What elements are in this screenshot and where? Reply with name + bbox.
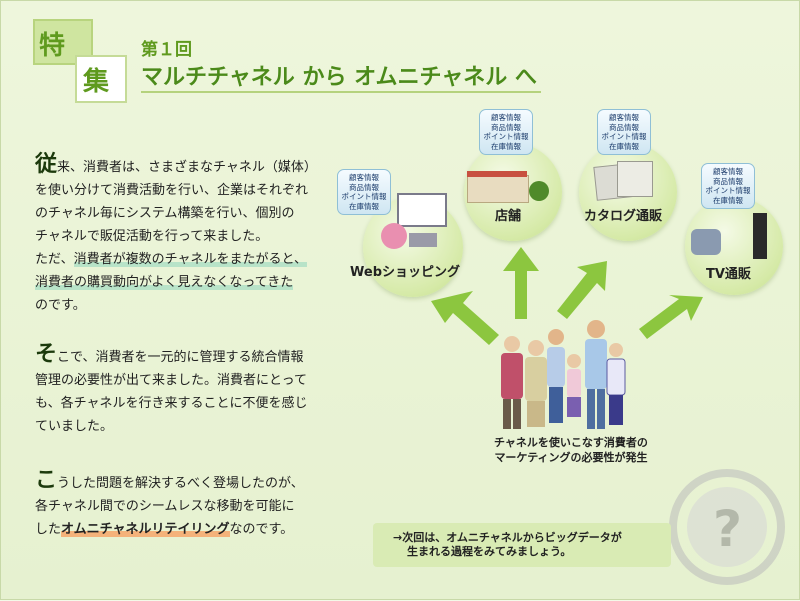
chip-line: 在庫情報 <box>713 195 743 205</box>
highlighted-text: 消費者の購買動向がよく見えなくなってきた <box>35 275 294 290</box>
catalog-icon <box>593 159 655 201</box>
feature-badge: 特 集 <box>25 15 127 103</box>
drop-cap: そ <box>35 342 58 367</box>
arrow-to-web <box>431 291 499 345</box>
channel-tv-label: TV通販 <box>706 267 751 282</box>
chip-line: 顧客情報 <box>349 173 379 182</box>
text-line: を使い分けて消費活動を行い、企業はそれぞれ <box>35 183 309 198</box>
channel-catalog-label: カタログ通販 <box>584 209 663 224</box>
note-line: 生まれる過程をみてみましょう。 <box>407 545 572 558</box>
text-line: も、各チャネルを行き来することに不便を感じ <box>35 396 308 411</box>
web-shopping-icon <box>381 193 451 249</box>
badge-square-top <box>33 19 93 65</box>
svg-text:?: ? <box>713 500 742 558</box>
text-line: なのです。 <box>229 522 294 537</box>
text-line: うした問題を解決するべく登場したのが、 <box>57 476 304 491</box>
chip-line: ポイント情報 <box>341 192 387 201</box>
chip-line: 在庫情報 <box>349 201 379 211</box>
paragraph-3: こうした問題を解決するべく登場したのが、 各チャネル間でのシームレスな移動を可能… <box>35 469 335 541</box>
highlighted-term: オムニチャネルリテイリング <box>61 522 230 537</box>
info-chip-web: 顧客情報 商品情報 ポイント情報 在庫情報 <box>337 169 391 215</box>
text-line: 各チャネル間でのシームレスな移動を可能に <box>35 499 295 514</box>
info-chip-catalog: 顧客情報 商品情報 ポイント情報 在庫情報 <box>597 109 651 155</box>
paragraph-2: そこで、消費者を一元的に管理する統合情報 管理の必要性が出て来ました。消費者にと… <box>35 343 335 438</box>
arrow-to-store <box>503 247 539 319</box>
text-line: こで、消費者を一元的に管理する統合情報 <box>57 350 304 365</box>
text-line: 管理の必要性が出て来ました。消費者にとって <box>35 373 307 388</box>
chip-line: 在庫情報 <box>491 141 521 151</box>
chip-line: 顧客情報 <box>609 113 639 122</box>
chip-line: ポイント情報 <box>601 132 647 141</box>
drop-cap: 従 <box>35 152 58 177</box>
title-divider <box>141 91 541 93</box>
info-chip-tv: 顧客情報 商品情報 ポイント情報 在庫情報 <box>701 163 755 209</box>
paragraph-1: 従来、消費者は、さまざまなチャネル（媒体） を使い分けて消費活動を行い、企業はそ… <box>35 153 335 317</box>
text-line: 来、消費者は、さまざまなチャネル（媒体） <box>57 160 317 175</box>
arrow-to-catalog <box>557 261 607 319</box>
chip-line: 商品情報 <box>491 122 521 132</box>
channel-web-label: Webショッピング <box>350 265 460 280</box>
channel-store-label: 店舗 <box>495 209 522 224</box>
badge-char-2: 集 <box>83 67 110 97</box>
arrow-to-tv <box>639 295 703 339</box>
text-line: ただ、 <box>35 252 74 267</box>
chip-line: 商品情報 <box>609 122 639 132</box>
tv-icon <box>691 213 775 259</box>
caption-line: マーケティングの必要性が発生 <box>494 451 648 464</box>
badge-square-bottom <box>75 55 127 103</box>
chip-line: 在庫情報 <box>609 141 639 151</box>
drop-cap: こ <box>35 468 58 493</box>
info-chip-store: 顧客情報 商品情報 ポイント情報 在庫情報 <box>479 109 533 155</box>
episode-label: 第１回 <box>141 40 192 60</box>
badge-char-1: 特 <box>39 31 66 61</box>
store-icon <box>467 167 551 203</box>
next-episode-note: →次回は、オムニチャネルからビッグデータが 生まれる過程をみてみましょう。 <box>373 523 671 567</box>
text-line: チャネルで販促活動を行って来ました。 <box>35 229 269 244</box>
chip-line: ポイント情報 <box>705 186 751 195</box>
chip-line: 顧客情報 <box>713 167 743 176</box>
chip-line: 顧客情報 <box>491 113 521 122</box>
chip-line: 商品情報 <box>713 176 743 186</box>
text-line: ていました。 <box>35 419 114 434</box>
note-line: →次回は、オムニチャネルからビッグデータが <box>393 531 622 544</box>
question-circle-icon: ? <box>669 469 785 585</box>
text-line: した <box>35 522 62 537</box>
chip-line: ポイント情報 <box>483 132 529 141</box>
consumer-caption: チャネルを使いこなす消費者の マーケティングの必要性が発生 <box>471 435 671 465</box>
caption-line: チャネルを使いこなす消費者の <box>494 436 648 449</box>
family-illustration <box>501 320 626 429</box>
text-line: のです。 <box>35 298 86 313</box>
highlighted-text: 消費者が複数のチャネルをまたがると、 <box>73 252 307 267</box>
text-line: のチャネル毎にシステム構築を行い、個別の <box>35 206 295 221</box>
chip-line: 商品情報 <box>349 182 379 192</box>
page-title: マルチチャネル から オムニチャネル へ <box>141 65 537 90</box>
